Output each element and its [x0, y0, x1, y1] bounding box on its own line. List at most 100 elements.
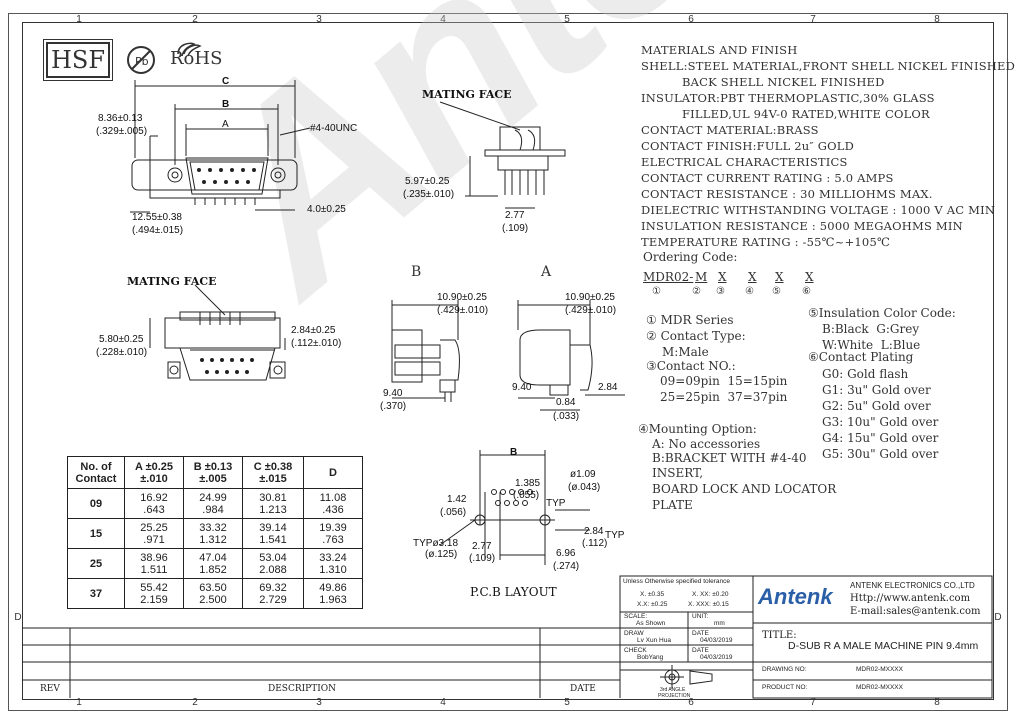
header-a-tol2: ±.010: [140, 472, 168, 485]
zone-col-3-bottom: 3: [316, 697, 322, 708]
dim-836: 8.36±0.13: [98, 113, 143, 124]
header-a-label: A: [134, 460, 143, 473]
cell-b-mm: 33.32: [199, 521, 227, 534]
cell-d-in: .436: [322, 503, 344, 516]
dim-940-a: 9.40: [512, 382, 532, 393]
dim-1090-b-inch: (.429±.010): [437, 305, 489, 316]
pcb-dim-284-typ: TYP: [605, 530, 625, 541]
circle-5: ⑤: [772, 286, 781, 297]
dim-597-inch: (.235±.010): [403, 189, 455, 200]
drawing-no-value: MDR02-MXXXX: [856, 666, 903, 673]
table-header-row: No. of Contact A ±0.25 ±.010 B ±0.13 ±.0…: [67, 456, 363, 489]
product-no-label: PRODUCT NO:: [762, 684, 808, 691]
scale-label: SCALE:: [624, 613, 648, 620]
dim-836-inch: (.329±.005): [96, 126, 148, 137]
header-b: B ±0.13 ±.005: [183, 456, 243, 489]
cell-b-in: 1.852: [199, 563, 227, 576]
zone-row-d-left: D: [14, 612, 22, 623]
dim-b: B: [222, 99, 230, 110]
projection-symbol: [660, 665, 713, 689]
dim-unc: #4-40UNC: [310, 123, 358, 134]
pcb-dim-1385-inch: (.055): [513, 490, 540, 501]
side-view-connector: [439, 101, 566, 209]
spec-line-1: SHELL:STEEL MATERIAL,FRONT SHELL NICKEL …: [641, 59, 1016, 73]
pcb-dim-1385: 1.385: [515, 478, 541, 489]
insulation-color: ⑤Insulation Color Code:: [808, 306, 956, 320]
zone-row-d-right: D: [994, 612, 1002, 623]
circle-3: ③: [716, 286, 725, 297]
pcb-dim-284: 2.84: [584, 526, 604, 537]
view-b-label: B: [411, 264, 422, 280]
header-d: D: [303, 456, 363, 489]
cell-a-mm: 25.25: [140, 521, 168, 534]
ordering-part-2: M: [695, 270, 708, 284]
cell-d-in: 1.310: [319, 563, 347, 576]
pcb-dim-284-inch: (.112): [582, 538, 608, 549]
spec-line-7: ELECTRICAL CHARACTERISTICS: [641, 155, 848, 169]
check-value: BobYang: [637, 654, 664, 661]
zone-col-3: 3: [316, 14, 322, 25]
cell-d: 19.39.763: [303, 518, 363, 549]
antenk-logo-text: Antenk: [758, 584, 833, 609]
zone-col-1: 1: [76, 14, 82, 25]
plating-g0: G0: Gold flash: [822, 367, 909, 381]
pcb-dim-318: TYPø3.18: [413, 538, 459, 549]
cell-a-in: 1.511: [140, 563, 168, 576]
dim-940-b: 9.40: [383, 388, 403, 399]
mating-face-label-1: MATING FACE: [422, 88, 512, 101]
pcb-dim-b: B: [510, 447, 518, 458]
cell-c-mm: 30.81: [259, 491, 287, 504]
cell-d-in: .763: [322, 533, 344, 546]
contact-type-val: M:Male: [662, 345, 709, 359]
contact-no: ③Contact NO.:: [646, 359, 736, 373]
rohs-text: RoHS: [170, 48, 223, 69]
pcb-dim-277: 2.77: [472, 541, 492, 552]
header-b-label: B: [193, 460, 202, 473]
zone-col-6: 6: [688, 14, 694, 25]
zone-col-4: 4: [440, 14, 446, 25]
check-label: CHECK: [624, 647, 647, 654]
cell-n: 15: [67, 518, 125, 549]
ordering-part-6: X: [805, 270, 814, 284]
leaf-icon: [177, 42, 202, 57]
tolerance-title: Unless Otherwise specified tolerance: [623, 578, 730, 585]
zone-col-6-bottom: 6: [688, 697, 694, 708]
pcb-dim-typ: TYP: [546, 498, 566, 509]
circle-4: ④: [745, 286, 754, 297]
tol-1: X. ±0.35: [640, 591, 665, 598]
pcb-dim-696: 6.96: [556, 548, 576, 559]
hsf-logo: HSF: [43, 39, 113, 81]
dim-940-b-inch: (.370): [380, 401, 407, 412]
projection-label-2: PROJECTION: [658, 693, 691, 699]
zone-col-1-bottom: 1: [76, 697, 82, 708]
spec-line-10: DIELECTRIC WITHSTANDING VOLTAGE : 1000 V…: [641, 203, 996, 217]
cell-a: 25.25.971: [124, 518, 184, 549]
circle-1: ①: [652, 286, 661, 297]
description-label: DESCRIPTION: [268, 684, 337, 694]
ordering-part-5: X: [775, 270, 784, 284]
outer-border: [8, 13, 1008, 711]
cell-a: 16.92.643: [124, 488, 184, 519]
insulation-2: W:White L:Blue: [822, 338, 921, 352]
cell-b-mm: 24.99: [199, 491, 227, 504]
dim-1090-a-inch: (.429±.010): [565, 305, 617, 316]
header-c: C ±0.38 ±.015: [242, 456, 304, 489]
cell-c-in: 1.213: [259, 503, 287, 516]
contact-dimension-table: No. of Contact A ±0.25 ±.010 B ±0.13 ±.0…: [67, 456, 363, 609]
pcb-layout: [439, 450, 590, 565]
dim-597: 5.97±0.25: [405, 176, 450, 187]
cell-a-mm: 38.96: [140, 551, 168, 564]
date1-label: DATE: [692, 630, 709, 637]
mdr-series: ① MDR Series: [646, 313, 734, 327]
title-block-lines: [22, 575, 993, 699]
cell-n: 37: [67, 578, 125, 609]
draw-value: Lv Xun Hua: [637, 637, 671, 644]
contact-no-1: 09=09pin 15=15pin: [660, 374, 788, 388]
